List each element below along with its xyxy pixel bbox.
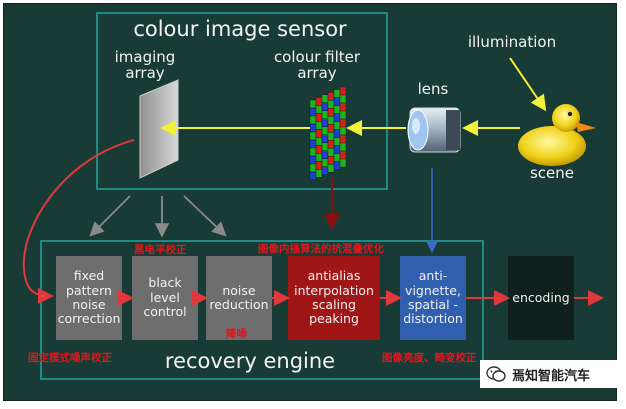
wechat-icon: [486, 366, 506, 382]
filter-cell: [309, 99, 317, 109]
filter-cell: [315, 113, 323, 122]
filter-cell: [327, 139, 335, 149]
sensor-box: [96, 12, 388, 190]
filter-cell: [321, 94, 329, 104]
stage-black-level: black level control: [132, 256, 198, 340]
filter-cell: [309, 171, 317, 181]
imaging-array-graphic: [139, 79, 179, 179]
stage-antialias: antialias interpolation scaling peaking: [288, 256, 380, 340]
colour-filter-label: colour filter array: [273, 48, 361, 82]
filter-cell: [327, 131, 335, 141]
recovery-engine-box: [40, 240, 484, 380]
filter-cell: [321, 134, 329, 144]
filter-cell: [339, 94, 347, 104]
filter-cell: [339, 134, 347, 144]
imaging-array-label: imaging array: [114, 48, 176, 82]
filter-cell: [327, 107, 335, 117]
filter-cell: [315, 105, 323, 114]
filter-cell: [321, 158, 329, 168]
filter-cell: [333, 153, 341, 162]
annotation-noise: 降噪: [226, 328, 247, 340]
filter-cell: [315, 161, 323, 170]
annotation-fpn: 固定模式噪声校正: [28, 352, 112, 364]
filter-cell: [327, 123, 335, 133]
lens-graphic: [407, 107, 461, 153]
annotation-vignette: 图像亮度、畸变校正: [382, 352, 477, 364]
filter-cell: [321, 110, 329, 120]
filter-cell: [327, 91, 335, 101]
recovery-engine-title: recovery engine: [164, 349, 336, 373]
filter-cell: [327, 147, 335, 157]
filter-cell: [315, 137, 323, 146]
filter-cell: [315, 153, 323, 162]
filter-cell: [333, 89, 341, 98]
filter-cell: [333, 105, 341, 114]
colour-filter-array-graphic: [309, 86, 347, 181]
filter-cell: [333, 161, 341, 170]
filter-cell: [339, 110, 347, 120]
filter-cell: [333, 121, 341, 130]
filter-cell: [315, 121, 323, 130]
filter-cell: [309, 107, 317, 117]
stage-noise-reduction: noise reduction: [206, 256, 272, 340]
filter-cell: [321, 166, 329, 176]
arrow-array-to-pipeline: [22, 139, 135, 304]
filter-cell: [327, 163, 335, 173]
filter-cell: [339, 142, 347, 152]
stage-anti-vignette: anti- vignette, spatial - distortion: [400, 256, 466, 340]
filter-cell: [339, 118, 347, 128]
filter-cell: [321, 126, 329, 136]
filter-cell: [327, 115, 335, 125]
arrow-array-to-fpn: [89, 195, 131, 237]
filter-cell: [315, 97, 323, 106]
filter-cell: [333, 145, 341, 154]
filter-cell: [315, 169, 323, 178]
filter-cell: [309, 131, 317, 141]
watermark-text: 焉知智能汽车: [512, 368, 591, 384]
filter-cell: [333, 137, 341, 146]
filter-cell: [309, 123, 317, 133]
filter-cell: [339, 86, 347, 96]
filter-cell: [309, 139, 317, 149]
watermark: 焉知智能汽车: [480, 360, 620, 388]
filter-cell: [321, 150, 329, 160]
filter-cell: [309, 163, 317, 173]
annotation-black-level: 黑电平校正: [134, 244, 187, 256]
filter-cell: [309, 115, 317, 125]
annotation-interp: 图像内插算法的抗混叠优化: [258, 243, 384, 255]
filter-cell: [321, 142, 329, 152]
filter-cell: [327, 155, 335, 165]
filter-cell: [339, 150, 347, 160]
filter-cell: [333, 113, 341, 122]
filter-cell: [315, 129, 323, 138]
arrow-array-to-noise: [183, 195, 227, 237]
filter-cell: [333, 129, 341, 138]
sensor-title: colour image sensor: [133, 17, 347, 41]
filter-cell: [309, 155, 317, 165]
filter-cell: [333, 97, 341, 106]
stage-fixed-pattern-noise: fixed pattern noise correction: [56, 256, 122, 340]
arrow-illumination: [509, 57, 547, 112]
filter-cell: [315, 145, 323, 154]
filter-cell: [339, 158, 347, 168]
scene-label: scene: [529, 164, 575, 182]
filter-cell: [321, 102, 329, 112]
filter-cell: [339, 126, 347, 136]
stage-encoding: encoding: [508, 256, 574, 340]
lens-label: lens: [417, 80, 449, 98]
filter-cell: [327, 99, 335, 109]
filter-cell: [309, 147, 317, 157]
filter-cell: [339, 102, 347, 112]
illumination-label: illumination: [467, 33, 557, 51]
filter-cell: [321, 118, 329, 128]
rubber-duck-graphic: [518, 104, 596, 166]
